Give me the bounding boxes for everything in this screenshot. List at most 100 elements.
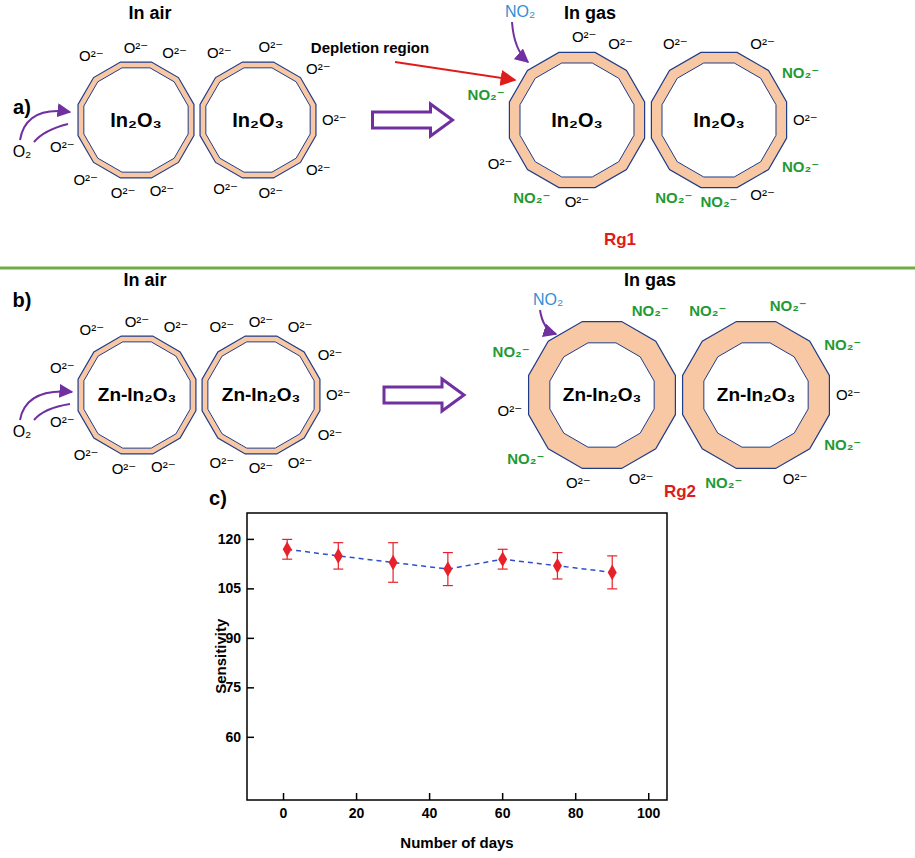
text-label: NO₂ bbox=[505, 3, 535, 21]
grain-node: In₂O₃ bbox=[75, 59, 197, 181]
ion-label: NO₂⁻ bbox=[705, 475, 742, 492]
leader-line bbox=[395, 62, 515, 80]
ion-label: NO₂⁻ bbox=[824, 437, 861, 454]
tick-label: 120 bbox=[218, 532, 241, 547]
grain-label: Zn-In₂O₃ bbox=[222, 384, 300, 406]
data-marker bbox=[498, 551, 507, 567]
text-label: NO₂ bbox=[533, 291, 563, 309]
ion-label: O²⁻ bbox=[210, 319, 235, 336]
tick-label: 60 bbox=[225, 730, 241, 745]
text-label: a) bbox=[13, 96, 31, 118]
text-label: In gas bbox=[564, 4, 616, 24]
ion-label: O²⁻ bbox=[207, 45, 232, 62]
depletion-band bbox=[78, 336, 196, 454]
ion-label: O²⁻ bbox=[74, 447, 99, 464]
ion-label: O²⁻ bbox=[750, 36, 775, 53]
tick-mark bbox=[575, 793, 577, 800]
ion-label: O²⁻ bbox=[111, 185, 136, 202]
ion-label: NO₂⁻ bbox=[700, 194, 737, 211]
ion-label: O²⁻ bbox=[213, 181, 238, 198]
data-marker bbox=[334, 548, 343, 564]
depletion-band bbox=[651, 52, 786, 187]
grain-node: Zn-In₂O₃ bbox=[199, 333, 323, 457]
ion-label: NO₂⁻ bbox=[689, 303, 726, 320]
ion-label: O²⁻ bbox=[663, 36, 688, 53]
grain-label: In₂O₃ bbox=[551, 109, 602, 132]
text-label: Rg1 bbox=[604, 231, 636, 250]
error-bar bbox=[333, 543, 343, 569]
grain-core bbox=[550, 343, 654, 447]
grain-core bbox=[662, 63, 776, 177]
grain-node: Zn-In₂O₃ bbox=[75, 333, 199, 457]
ion-label: O²⁻ bbox=[783, 471, 808, 488]
ion-label: O²⁻ bbox=[210, 455, 235, 472]
ion-label: NO₂⁻ bbox=[770, 298, 807, 315]
chart-marks bbox=[247, 539, 649, 800]
depletion-band bbox=[683, 322, 830, 469]
ion-label: O²⁻ bbox=[488, 156, 513, 173]
tick-mark bbox=[429, 793, 431, 800]
grain-core bbox=[206, 68, 310, 172]
transition-arrow bbox=[384, 379, 464, 411]
transition-arrow bbox=[373, 104, 453, 136]
tick-label: 60 bbox=[495, 806, 511, 821]
tick-mark bbox=[247, 588, 254, 590]
text-label: c) bbox=[209, 487, 227, 509]
ion-label: O²⁻ bbox=[164, 319, 189, 336]
text-label: b) bbox=[13, 289, 32, 311]
error-bar bbox=[607, 556, 617, 589]
tick-mark bbox=[502, 793, 504, 800]
adsorption-arrow bbox=[512, 22, 528, 62]
tick-label: 20 bbox=[349, 806, 365, 821]
chart-frame bbox=[247, 513, 667, 800]
data-marker bbox=[389, 555, 398, 571]
ion-label: O²⁻ bbox=[249, 314, 274, 331]
data-marker bbox=[283, 542, 292, 558]
text-label: Sensitivity bbox=[214, 618, 231, 693]
depletion-band bbox=[529, 322, 676, 469]
ion-label: O²⁻ bbox=[836, 387, 861, 404]
ion-label: O²⁻ bbox=[306, 61, 331, 78]
depletion-band bbox=[200, 62, 316, 178]
ion-label: O²⁻ bbox=[572, 29, 597, 46]
ion-label: O²⁻ bbox=[112, 461, 137, 478]
tick-mark bbox=[247, 539, 254, 541]
ion-label: O²⁻ bbox=[79, 48, 104, 65]
grain-core bbox=[84, 342, 190, 448]
error-bar bbox=[443, 553, 453, 586]
grain-node: In₂O₃ bbox=[506, 49, 648, 191]
depletion-band bbox=[509, 52, 644, 187]
text-label: In air bbox=[123, 271, 166, 291]
grain-node: In₂O₃ bbox=[648, 49, 790, 191]
text-label: Depletion region bbox=[311, 40, 429, 57]
ion-label: O²⁻ bbox=[150, 183, 175, 200]
ion-label: O²⁻ bbox=[151, 459, 176, 476]
ion-label: NO₂⁻ bbox=[513, 190, 550, 207]
text-label: O₂ bbox=[13, 423, 32, 441]
ion-label: O²⁻ bbox=[793, 112, 818, 129]
data-marker bbox=[443, 561, 452, 577]
tick-mark bbox=[356, 793, 358, 800]
tick-label: 40 bbox=[422, 806, 438, 821]
tick-mark bbox=[247, 687, 254, 689]
ion-label: NO₂⁻ bbox=[824, 337, 861, 354]
ion-label: O²⁻ bbox=[79, 322, 104, 339]
tick-label: 80 bbox=[568, 806, 584, 821]
ion-label: O²⁻ bbox=[73, 172, 98, 189]
ion-label: O²⁻ bbox=[259, 185, 284, 202]
text-label: Number of days bbox=[400, 835, 513, 852]
ion-label: NO₂⁻ bbox=[493, 344, 530, 361]
grain-label: In₂O₃ bbox=[110, 109, 161, 132]
ion-label: O²⁻ bbox=[306, 162, 331, 179]
ion-label: O²⁻ bbox=[629, 471, 654, 488]
panel-separator bbox=[0, 267, 915, 270]
ion-label: NO₂⁻ bbox=[782, 65, 819, 82]
ion-label: NO₂⁻ bbox=[507, 451, 544, 468]
ion-label: NO₂⁻ bbox=[655, 190, 692, 207]
ion-label: O²⁻ bbox=[124, 40, 149, 57]
ion-label: O²⁻ bbox=[259, 39, 284, 56]
ion-label: NO₂⁻ bbox=[632, 303, 669, 320]
ion-label: O²⁻ bbox=[50, 360, 75, 377]
grain-core bbox=[520, 63, 634, 177]
error-bar bbox=[282, 539, 292, 559]
